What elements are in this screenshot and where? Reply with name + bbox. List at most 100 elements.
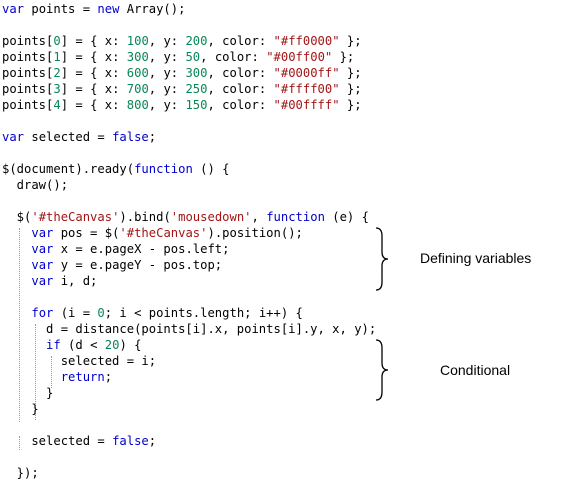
code-text: selected = [2,434,113,448]
code-text: x = e.pageX - pos.left; [53,242,230,256]
code-keyword: var [2,130,25,144]
code-text: }; [339,82,362,96]
brace-defining-variables [375,227,389,291]
code-keyword: for [31,306,54,320]
code-line: selected = i; [2,353,156,369]
code-text: }); [2,466,39,480]
indent-guide-tail [19,436,20,450]
code-text: } [2,386,54,400]
code-text: ; [148,434,157,448]
code-text: , color: [200,50,267,64]
code-text: , color: [207,34,274,48]
code-text: ] = { x: [60,66,127,80]
code-number: 100 [126,34,149,48]
code-text: draw(); [2,178,69,192]
annotation-defining-variables: Defining variables [420,250,532,266]
code-string: "#00ff00" [266,50,333,64]
code-text: } [2,402,39,416]
brace-conditional [375,339,389,401]
code-text: () { [192,162,230,176]
code-line: selected = false; [2,433,156,449]
code-number: 4 [53,98,61,112]
code-line: var points = new Array(); [2,1,185,17]
code-text [2,258,31,272]
code-number: 0 [53,34,61,48]
code-line: if (d < 20) { [2,337,141,353]
code-line: for (i = 0; i < points.length; i++) { [2,305,303,321]
code-keyword: var [2,2,25,16]
code-number: 2 [53,66,61,80]
code-line: $('#theCanvas').bind('mousedown', functi… [2,209,369,225]
code-text [2,338,46,352]
code-string: "#ffff00" [273,82,340,96]
code-text [2,370,61,384]
code-text: Array(); [119,2,186,16]
code-text: points[ [2,50,54,64]
code-text: ] = { x: [60,50,127,64]
code-number: 250 [185,82,208,96]
code-text: }; [339,98,362,112]
code-string: "#00ffff" [273,98,340,112]
code-line: draw(); [2,177,68,193]
code-number: 3 [53,82,61,96]
code-text [2,226,31,240]
code-number: 600 [126,66,149,80]
code-text: ] = { x: [60,82,127,96]
code-string: '#theCanvas' [119,226,208,240]
code-keyword: function [266,210,325,224]
indent-guide-function [19,228,20,422]
code-text: , [251,210,267,224]
code-line: var y = e.pageY - pos.top; [2,257,222,273]
code-number: 300 [126,50,149,64]
code-text: (e) { [324,210,369,224]
code-string: "#ff0000" [273,34,340,48]
code-text: , color: [207,66,274,80]
code-line: points[4] = { x: 800, y: 150, color: "#0… [2,97,362,113]
indent-guide-for-body [35,324,36,420]
code-string: '#theCanvas' [31,210,120,224]
code-keyword: function [134,162,193,176]
code-text: pos = $( [53,226,120,240]
code-text: selected = i; [2,354,157,368]
code-text: ] = { x: [60,98,127,112]
code-text: , y: [148,66,186,80]
code-text: ; [104,370,113,384]
code-text: ).position(); [207,226,303,240]
code-number: 300 [185,66,208,80]
code-line: }); [2,465,39,481]
code-text: y = e.pageY - pos.top; [53,258,223,272]
code-text: ) { [119,338,142,352]
code-text: points[ [2,34,54,48]
code-keyword: new [97,2,120,16]
code-keyword: var [31,226,54,240]
code-text: ).bind( [119,210,171,224]
code-line: var i, d; [2,273,97,289]
code-keyword: var [31,274,54,288]
code-text: ; [148,130,157,144]
code-text: , y: [148,50,186,64]
code-string: "#0000ff" [273,66,340,80]
code-text: points = [24,2,98,16]
code-text: , y: [148,82,186,96]
code-text: , y: [148,34,186,48]
code-number: 800 [126,98,149,112]
code-text: , color: [207,98,274,112]
code-line: points[0] = { x: 100, y: 200, color: "#f… [2,33,362,49]
code-number: 50 [185,50,201,64]
code-text [2,306,31,320]
code-text: $(document).ready( [2,162,135,176]
code-text: (d < [60,338,105,352]
code-keyword: var [31,258,54,272]
code-number: 20 [104,338,120,352]
code-text: points[ [2,66,54,80]
code-text: $( [2,210,32,224]
code-number: 1 [53,50,61,64]
code-line: d = distance(points[i].x, points[i].y, x… [2,321,376,337]
code-keyword: false [112,130,149,144]
code-text: i, d; [53,274,98,288]
code-line: points[3] = { x: 700, y: 250, color: "#f… [2,81,362,97]
code-text [2,274,31,288]
indent-guide-if-body [51,356,52,388]
code-keyword: return [60,370,105,384]
code-text: ; i < points.length; i++) { [104,306,303,320]
